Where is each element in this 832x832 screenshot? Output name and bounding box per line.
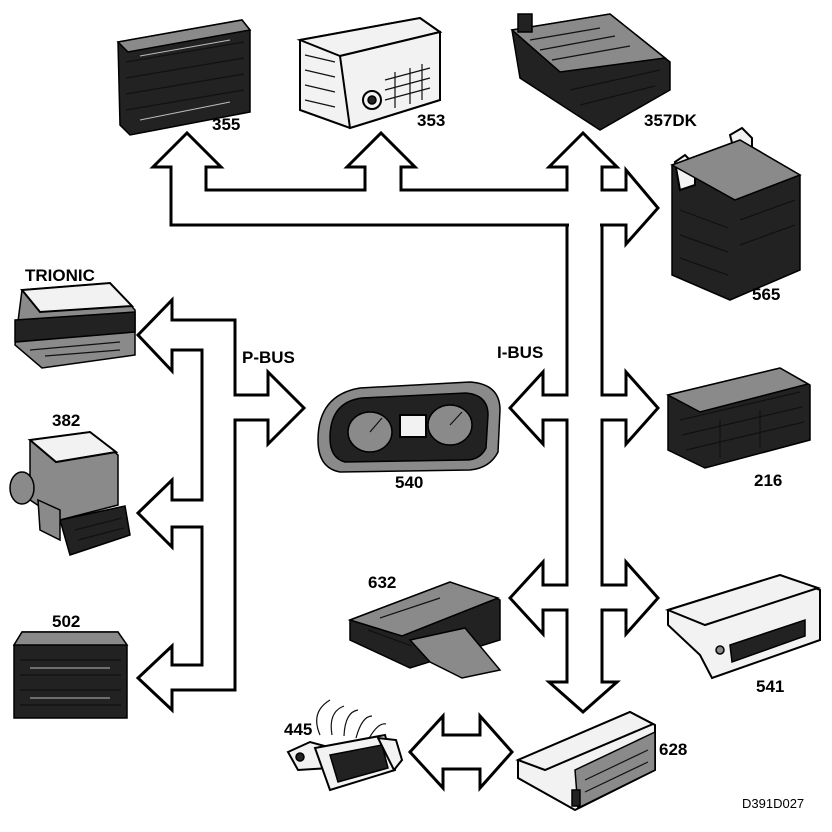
- module-540-device: [317, 381, 501, 473]
- i-bus-lower-trunk: [507, 223, 661, 715]
- label-trionic: TRIONIC: [25, 266, 95, 285]
- module-565-device: [670, 126, 802, 301]
- label-540: 540: [395, 473, 423, 492]
- label-p-bus: P-BUS: [242, 348, 295, 367]
- label-355: 355: [212, 115, 240, 134]
- label-628: 628: [659, 740, 687, 759]
- i-bus-upper-trunk: [149, 130, 660, 248]
- p-bus-trunk: [135, 296, 307, 714]
- module-445-device: [286, 699, 404, 792]
- label-632: 632: [368, 573, 396, 592]
- module-357dk-device: [510, 13, 671, 131]
- label-353: 353: [417, 111, 445, 130]
- label-502: 502: [52, 612, 80, 631]
- module-355-device: [116, 19, 252, 136]
- labels: 355 353 357DK 565 TRIONIC 382 502 540 21…: [25, 111, 804, 811]
- label-357dk: 357DK: [644, 111, 698, 130]
- label-565: 565: [752, 285, 780, 304]
- i-bus-network: [149, 130, 661, 715]
- module-trionic-device: [14, 281, 136, 369]
- module-353-device: [296, 16, 443, 130]
- module-502-device: [12, 631, 129, 719]
- module-216-device: [665, 367, 811, 469]
- label-541: 541: [756, 677, 784, 696]
- label-382: 382: [52, 411, 80, 430]
- module-382-device: [9, 430, 131, 556]
- label-216: 216: [754, 471, 782, 490]
- label-445: 445: [284, 720, 312, 739]
- module-541-device: [665, 573, 822, 680]
- p-bus-network: [135, 296, 307, 714]
- module-628-device: [515, 710, 656, 812]
- label-i-bus: I-BUS: [497, 343, 543, 362]
- module-632-device: [347, 581, 502, 679]
- diagnostic-link-arrow: [407, 712, 515, 792]
- figure-reference: D391D027: [742, 796, 804, 811]
